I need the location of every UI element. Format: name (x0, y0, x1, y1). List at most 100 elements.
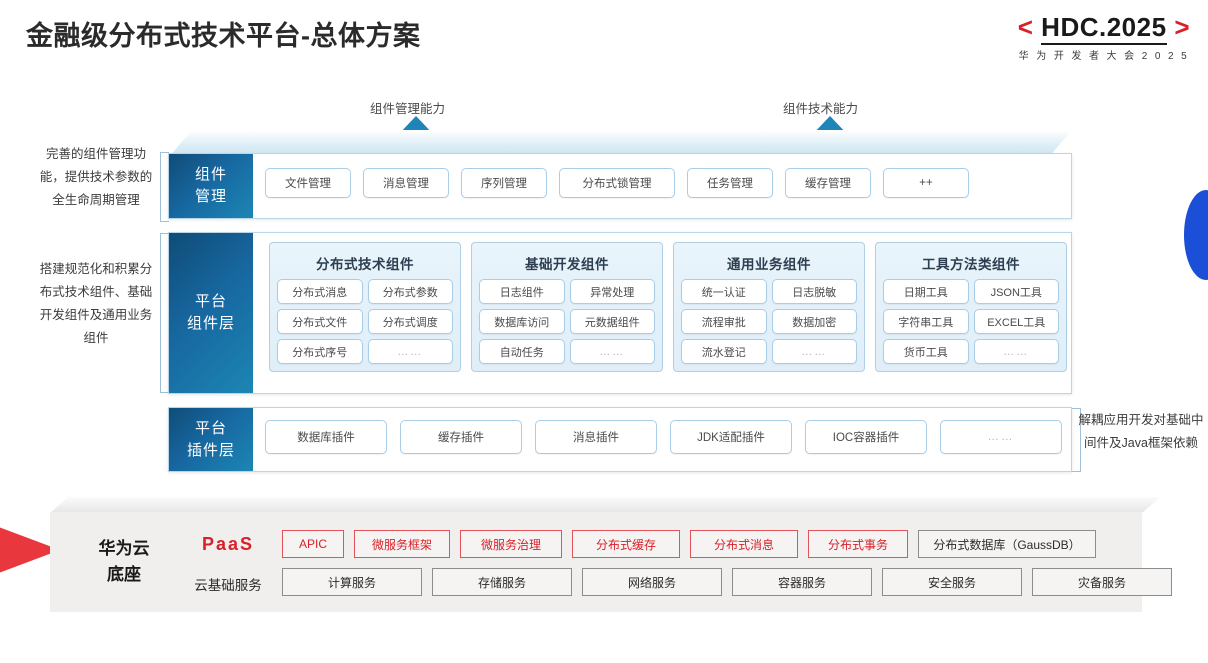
component-item-0-0[interactable]: 分布式消息 (277, 279, 363, 304)
component-group-title: 分布式技术组件 (316, 257, 414, 272)
blue-circle-decoration (1184, 190, 1208, 280)
platform-plugin-items: 数据库插件缓存插件消息插件 JDK适配插件 IOC容器插件 …… (265, 420, 1062, 454)
component-item-1-5[interactable]: …… (569, 339, 655, 364)
layer-tab-line1: 组件 (194, 166, 227, 184)
hdc-logo-text: HDC.2025 (1041, 12, 1167, 45)
cloud-row-label: 云基础服务 (194, 578, 262, 593)
layer-platform-component: 平台 组件层 分布式技术组件分布式消息分布式参数分布式文件分布式调度分布式序号…… (168, 232, 1072, 394)
component-item-0-1[interactable]: 分布式参数 (367, 279, 453, 304)
component-item-3-1[interactable]: JSON工具 (973, 279, 1059, 304)
component-group-1: 基础开发组件日志组件异常处理数据库访问元数据组件自动任务…… (471, 242, 663, 372)
bracket-component-management (160, 152, 169, 222)
bracket-platform-plugin (1072, 408, 1081, 472)
cloud-service-2[interactable]: 网络服务 (582, 568, 722, 596)
component-item-2-3[interactable]: 数据加密 (771, 309, 857, 334)
component-item-0-4[interactable]: 分布式序号 (277, 339, 363, 364)
layer-tab-line2: 组件层 (186, 315, 235, 332)
paas-row-label: PaaS (201, 534, 255, 554)
component-item-2-4[interactable]: 流水登记 (681, 339, 767, 364)
component-management-item-3[interactable]: 分布式锁管理 (559, 168, 675, 198)
layer-tab-component-management: 组件 管理 (169, 154, 253, 218)
component-management-item-2[interactable]: 序列管理 (461, 168, 547, 198)
component-group-title: 基础开发组件 (525, 257, 609, 272)
logo-bracket-open-icon: < (1017, 12, 1034, 42)
component-management-item-4[interactable]: 任务管理 (687, 168, 773, 198)
page-title: 金融级分布式技术平台-总体方案 (26, 21, 421, 51)
left-note-platform-component: 搭建规范化和积累分布式技术组件、基础开发组件及通用业务组件 (39, 262, 153, 346)
paas-service-5[interactable]: 分布式事务 (808, 530, 908, 558)
component-group-items: 统一认证日志脱敏流程审批数据加密流水登记…… (681, 279, 857, 364)
arrow-label-component-tech: 组件技术能力 (783, 102, 859, 116)
component-item-2-1[interactable]: 日志脱敏 (771, 279, 857, 304)
component-item-3-4[interactable]: 货币工具 (883, 339, 969, 364)
cloud-services-row: 计算服务存储服务网络服务容器服务安全服务灾备服务 (282, 568, 1172, 596)
component-group-items: 分布式消息分布式参数分布式文件分布式调度分布式序号…… (277, 279, 453, 364)
component-item-0-5[interactable]: …… (367, 339, 453, 364)
layer-component-management: 组件 管理 文件管理消息管理序列管理分布式锁管理任务管理缓存管理 ++ (168, 153, 1072, 219)
layer-tab-line2: 插件层 (186, 441, 235, 459)
platform-plugin-item-5[interactable]: …… (940, 420, 1062, 454)
component-item-1-0[interactable]: 日志组件 (479, 279, 565, 304)
component-item-0-2[interactable]: 分布式文件 (277, 309, 363, 334)
component-group-2: 通用业务组件统一认证日志脱敏流程审批数据加密流水登记…… (673, 242, 865, 372)
platform-plugin-item-2[interactable]: 消息插件 (535, 420, 657, 454)
paas-service-2[interactable]: 微服务治理 (460, 530, 562, 558)
platform-component-groups: 分布式技术组件分布式消息分布式参数分布式文件分布式调度分布式序号……基础开发组件… (269, 242, 1067, 372)
component-group-items: 日志组件异常处理数据库访问元数据组件自动任务…… (479, 279, 655, 364)
hdc-logo-main: < HDC.2025 > (1017, 12, 1190, 45)
platform-plugin-item-4[interactable]: IOC容器插件 (805, 420, 927, 454)
component-group-title: 通用业务组件 (727, 257, 811, 272)
paas-service-3[interactable]: 分布式缓存 (572, 530, 680, 558)
platform-plugin-item-1[interactable]: 缓存插件 (400, 420, 522, 454)
cloud-service-4[interactable]: 安全服务 (882, 568, 1022, 596)
hdc-logo-subtitle: 华 为 开 发 者 大 会 2 0 2 5 (1018, 51, 1190, 62)
platform-plugin-item-3[interactable]: JDK适配插件 (670, 420, 792, 454)
component-item-3-2[interactable]: 字符串工具 (883, 309, 969, 334)
cloud-service-5[interactable]: 灾备服务 (1032, 568, 1172, 596)
arrow-label-component-management: 组件管理能力 (370, 102, 446, 116)
component-item-1-3[interactable]: 元数据组件 (569, 309, 655, 334)
component-item-1-1[interactable]: 异常处理 (569, 279, 655, 304)
cloud-service-1[interactable]: 存储服务 (432, 568, 572, 596)
component-item-0-3[interactable]: 分布式调度 (367, 309, 453, 334)
base-title: 华为云 底座 (78, 536, 170, 589)
cloud-service-0[interactable]: 计算服务 (282, 568, 422, 596)
component-item-2-0[interactable]: 统一认证 (681, 279, 767, 304)
paas-service-4[interactable]: 分布式消息 (690, 530, 798, 558)
component-management-item-0[interactable]: 文件管理 (265, 168, 351, 198)
layer-tab-line1: 平台 (194, 419, 227, 437)
base-top-face (50, 497, 1160, 513)
platform-plugin-item-0[interactable]: 数据库插件 (265, 420, 387, 454)
component-group-0: 分布式技术组件分布式消息分布式参数分布式文件分布式调度分布式序号…… (269, 242, 461, 372)
base-title-line1: 华为云 (98, 539, 150, 558)
component-item-3-3[interactable]: EXCEL工具 (973, 309, 1059, 334)
left-note-component-management: 完善的组件管理功能，提供技术参数的全生命周期管理 (39, 147, 153, 208)
right-note-decoupling: 解耦应用开发对基础中间件及Java框架依赖 (1078, 413, 1204, 451)
component-management-item-6[interactable]: ++ (883, 168, 969, 198)
component-group-title: 工具方法类组件 (922, 257, 1020, 272)
layer-tab-platform-plugin: 平台 插件层 (169, 408, 253, 471)
component-item-3-5[interactable]: …… (973, 339, 1059, 364)
component-item-2-5[interactable]: …… (771, 339, 857, 364)
component-management-items: 文件管理消息管理序列管理分布式锁管理任务管理缓存管理 ++ (265, 168, 969, 198)
component-item-2-2[interactable]: 流程审批 (681, 309, 767, 334)
layer-tab-line2: 管理 (194, 188, 227, 205)
layer-tab-platform-component: 平台 组件层 (169, 233, 253, 393)
component-management-item-1[interactable]: 消息管理 (363, 168, 449, 198)
paas-service-0[interactable]: APIC (282, 530, 344, 558)
cloud-service-3[interactable]: 容器服务 (732, 568, 872, 596)
logo-bracket-close-icon: > (1174, 12, 1190, 42)
component-item-3-0[interactable]: 日期工具 (883, 279, 969, 304)
hdc-logo: < HDC.2025 > 华 为 开 发 者 大 会 2 0 2 5 (1017, 12, 1190, 62)
layer-tab-line1: 平台 (194, 293, 227, 311)
bracket-platform-component (160, 233, 169, 393)
component-item-1-2[interactable]: 数据库访问 (479, 309, 565, 334)
paas-service-1[interactable]: 微服务框架 (354, 530, 450, 558)
component-item-1-4[interactable]: 自动任务 (479, 339, 565, 364)
component-management-item-5[interactable]: 缓存管理 (785, 168, 871, 198)
paas-services-row: APIC 微服务框架微服务治理分布式缓存分布式消息分布式事务分布式数据库（Gaus… (282, 530, 1096, 558)
paas-service-6[interactable]: 分布式数据库（GaussDB） (918, 530, 1096, 558)
